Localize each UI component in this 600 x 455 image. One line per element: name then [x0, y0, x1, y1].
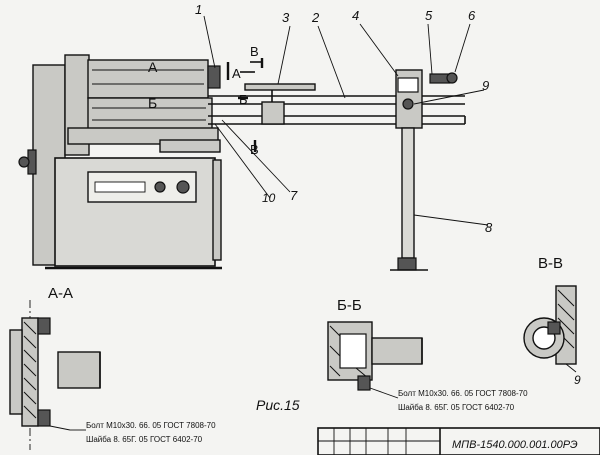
- callout-5: 5: [425, 8, 433, 23]
- left-handwheel-knob: [18, 156, 30, 168]
- bb-bolt-note: Болт М10х30. 66. 05 ГОСТ 7808-70: [398, 389, 528, 398]
- section-mark-a-left: А: [148, 59, 158, 75]
- leader-5: [427, 23, 433, 75]
- callout-8: 8: [485, 220, 493, 235]
- cabinet-hinge-side: [212, 159, 222, 261]
- control-knob-2: [176, 180, 190, 194]
- leader-2: [317, 25, 346, 99]
- section-a-a: А-А Болт М10х30. 66. 05 ГОСТ 7808-70 Шай…: [9, 285, 216, 450]
- upper-housing-b: [87, 97, 213, 133]
- callout-10: 10: [262, 191, 276, 205]
- aa-bolt-top: [37, 317, 51, 335]
- aa-bolt-note: Болт М10х30. 66. 05 ГОСТ 7808-70: [86, 421, 216, 430]
- column-foot: [397, 257, 417, 271]
- aa-shaft: [57, 351, 101, 389]
- bb-shaft: [371, 337, 423, 365]
- bb-bolt: [357, 375, 371, 391]
- spindle-nose: [207, 65, 221, 89]
- control-knob-1: [154, 181, 166, 193]
- aa-bolt-bottom: [37, 409, 51, 427]
- callout-2: 2: [311, 10, 320, 25]
- callout-9: 9: [482, 78, 489, 93]
- aa-washer-note: Шайба 8. 65Г. 05 ГОСТ 6402-70: [86, 435, 203, 444]
- machine-assembly-view: 1 2 3 4 5 6 7 8 9 10 А А Б Б В В: [18, 2, 493, 271]
- leader-1: [203, 15, 216, 69]
- clamp-screw-9: [402, 98, 414, 110]
- leader-3: [277, 25, 291, 85]
- leader-4: [359, 23, 399, 77]
- drawing-number: МПВ-1540.000.001.00РЭ: [452, 439, 578, 451]
- handle-knob-6: [446, 72, 458, 84]
- callout-7: 7: [290, 188, 298, 203]
- section-mark-v-top: В: [250, 44, 259, 59]
- leader-8: [413, 214, 489, 226]
- figure-caption: Рис.15: [256, 397, 300, 413]
- section-title-b-b: Б-Б: [337, 297, 362, 314]
- section-mark-b-right: Б: [239, 92, 248, 107]
- section-mark-v-bottom: В: [250, 142, 259, 157]
- leader-10: [214, 123, 271, 199]
- title-block: МПВ-1540.000.001.00РЭ: [317, 427, 600, 455]
- section-title-v-v: В-В: [538, 255, 563, 272]
- vv-callout-9: 9: [574, 373, 581, 387]
- bb-washer-note: Шайба 8. 65Г. 05 ГОСТ 6402-70: [398, 403, 515, 412]
- aa-clamp-plate: [9, 329, 23, 415]
- vv-screw: [547, 321, 561, 335]
- column-post-8: [401, 127, 415, 259]
- callout-3: 3: [282, 10, 290, 25]
- rod-clamp: [261, 101, 285, 125]
- section-mark-b-left: Б: [148, 95, 157, 111]
- slide-block: [159, 139, 221, 153]
- section-mark-a-right: А: [232, 66, 241, 81]
- leader-7: [221, 119, 291, 193]
- callout-6: 6: [468, 8, 476, 23]
- callout-1: 1: [195, 2, 202, 17]
- section-b-b: Б-Б Болт М10х30. 66. 05 ГОСТ 7808-70 Шай…: [327, 297, 528, 412]
- leader-9: [413, 89, 485, 105]
- panel-label-plate: [94, 181, 146, 193]
- leader-6: [454, 23, 471, 73]
- section-v-v: В-В 9: [523, 255, 581, 387]
- section-title-a-a: А-А: [48, 285, 73, 302]
- tool-rest-3: [244, 83, 316, 91]
- callout-4: 4: [352, 8, 359, 23]
